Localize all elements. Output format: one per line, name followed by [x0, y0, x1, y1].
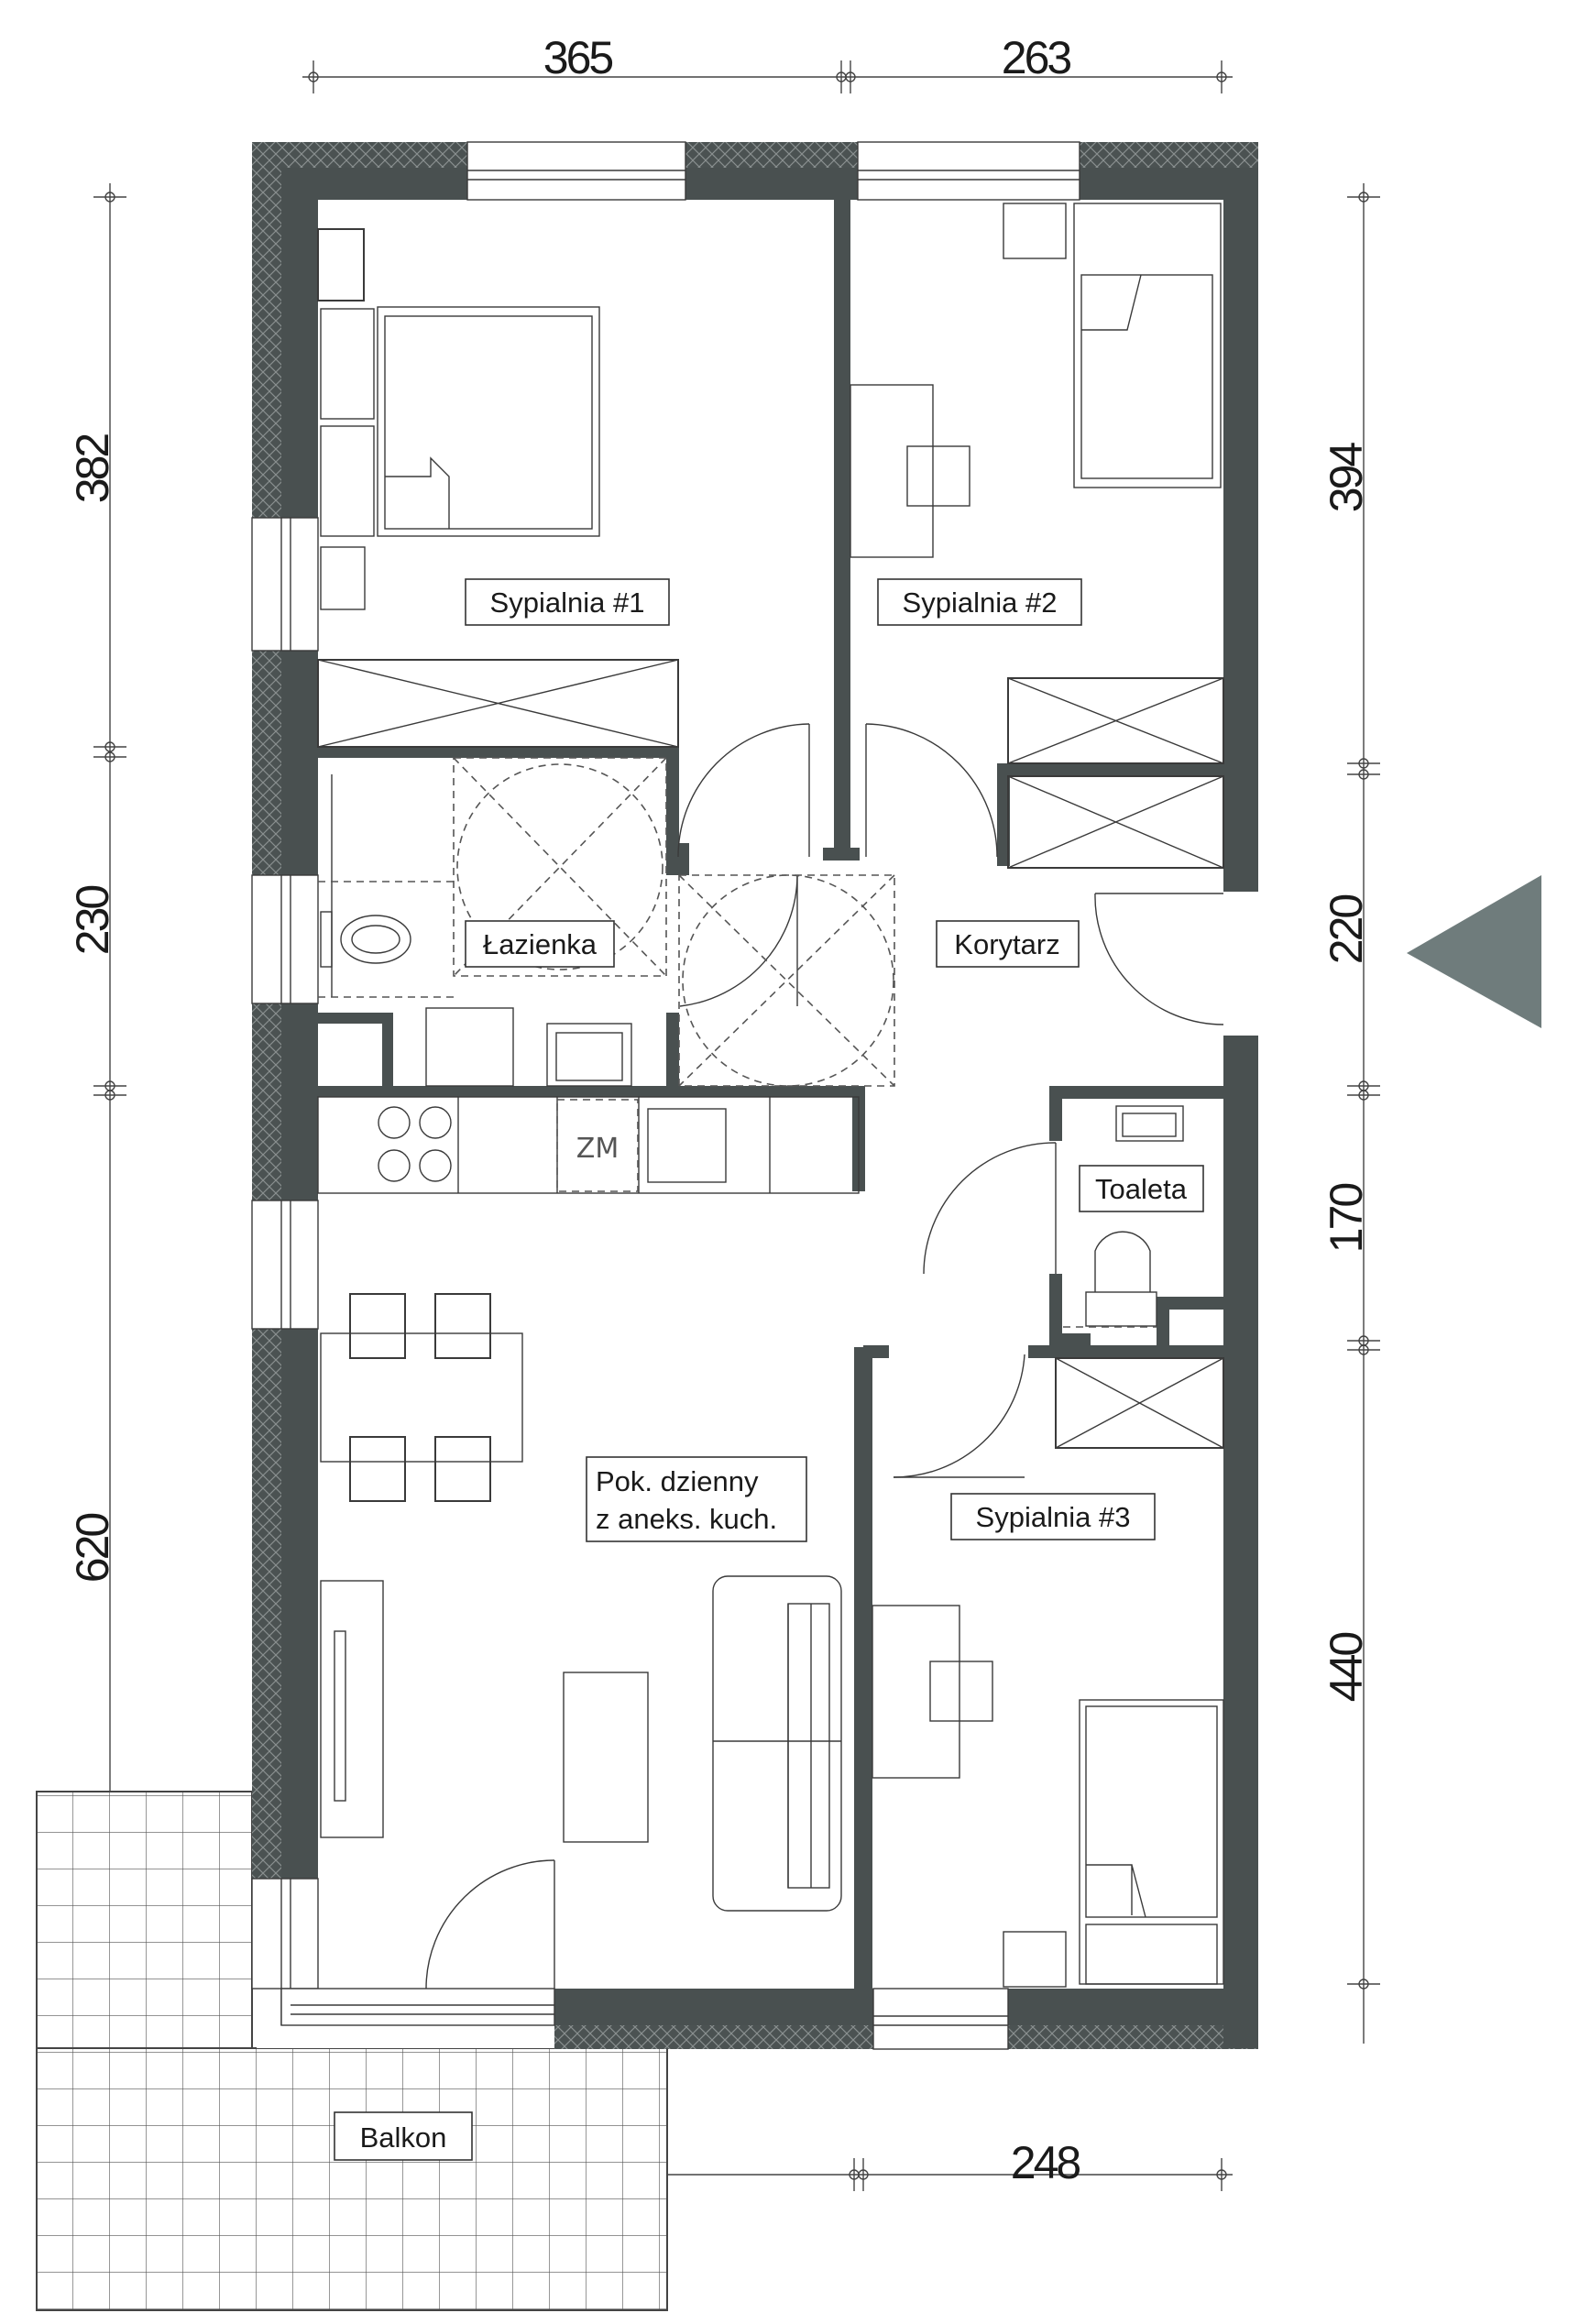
label-balcony: Balkon: [360, 2121, 447, 2154]
dim-left-3: 620: [67, 1514, 118, 1584]
dim-left-1: 382: [67, 434, 118, 504]
dim-top-2: 263: [1002, 32, 1071, 83]
label-toilet: Toaleta: [1095, 1173, 1188, 1205]
doors: [425, 723, 1224, 1990]
label-bedroom1: Sypialnia #1: [490, 586, 645, 619]
dim-right-3: 170: [1321, 1184, 1372, 1254]
label-bedroom2: Sypialnia #2: [903, 586, 1058, 619]
dim-right-1: 394: [1321, 443, 1372, 513]
windows: [251, 141, 1080, 2050]
insulation: [252, 142, 1258, 2049]
triangle-left-icon: [1407, 875, 1541, 1028]
label-living-line2: z aneks. kuch.: [596, 1503, 777, 1535]
room-labels: Sypialnia #1 Sypialnia #2 Łazienka Koryt…: [465, 578, 1204, 1542]
dim-bottom-2: 248: [1011, 2137, 1080, 2188]
label-bathroom: Łazienka: [483, 928, 598, 960]
walls: [281, 168, 1258, 2048]
label-corridor: Korytarz: [954, 928, 1059, 960]
label-living-line1: Pok. dzienny: [596, 1465, 759, 1497]
label-bedroom3: Sypialnia #3: [976, 1501, 1131, 1533]
dim-top-1: 365: [543, 32, 613, 83]
furniture: [317, 203, 1224, 1988]
dim-left-2: 230: [67, 886, 118, 956]
dim-right-2: 220: [1321, 895, 1372, 965]
balcony: [36, 1791, 668, 2311]
dim-right-4: 440: [1321, 1633, 1372, 1703]
label-zm: ZM: [576, 1133, 619, 1165]
